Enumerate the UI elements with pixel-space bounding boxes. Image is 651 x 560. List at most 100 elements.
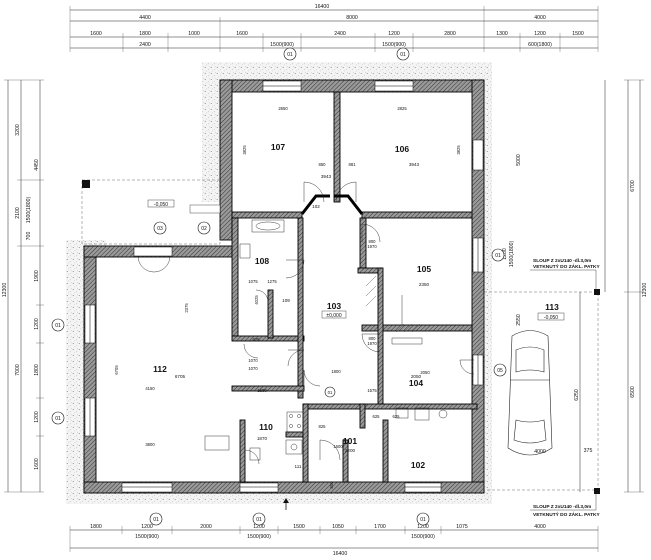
terrace [81,179,221,245]
room-108: 108 [255,256,269,266]
dim-top-sub: 1200 [534,31,546,37]
dim-right-total: 12300 [642,283,648,298]
svg-text:01: 01 [153,517,159,523]
inner-dim: 3800 [145,442,155,447]
column-note-top-line2: VETKNUTÝ DO ZÁKL. PATKY [533,263,601,270]
room-area: 1870 [257,436,268,441]
room-level: ±0,000 [326,313,341,319]
room-labels: 107 3943 106 3943 108 105 2350 103 ±0,00… [147,142,565,470]
dim-left-c: 700 [26,232,32,241]
svg-text:05: 05 [497,368,503,374]
room-number: 102 [312,204,320,209]
svg-text:01: 01 [287,52,293,58]
inner-dim: 825 [319,424,327,429]
dim-bottom-row: 1200 [141,524,153,530]
wardrobe-hatch [365,275,421,333]
room-107: 107 3943 [271,142,332,179]
hall-diagonal-walls [300,194,364,215]
fixtures [204,219,448,461]
room-109: 109 [282,298,290,303]
dim-bottom-row: 1800 [90,524,102,530]
window-tag: 01 [252,512,266,526]
inner-dim: 1600 [257,388,267,393]
dim-top-sub: 1200 [388,31,400,37]
window-tag: 01 [283,47,297,61]
window-tag: 01 [149,512,163,526]
window-tag: 01 [324,386,336,398]
inner-dim: 881 [349,162,357,167]
dim-left-b: 1900 [34,270,40,282]
svg-text:01: 01 [55,416,61,422]
dim-top-win: 1500(900) [382,42,406,48]
carport [483,289,600,494]
inner-dim: 1970 [367,341,377,346]
dim-bottom-win: 1500(900) [135,534,159,540]
window-tags: 01 01 01 01 01 01 01 01 02 03 05 01 [51,47,507,526]
dim-right-b: 2550 [516,314,522,326]
section-marker [283,498,289,510]
room-105: 105 2350 [417,264,431,287]
inner-dim: 625 [253,337,261,342]
dim-bottom-row: 1500 [293,524,305,530]
dim-bottom-row: 1050 [332,524,344,530]
left-dimensions: 12300 3200 2100 7000 4450 1900 1200 1800… [2,124,40,470]
dim-left-b: 4450 [34,159,40,171]
dim-bottom-row: 2000 [200,524,212,530]
window-tag: 01 [416,512,430,526]
dim-left-b: 1800 [34,364,40,376]
room-area: 2200 [345,448,356,453]
inner-dim: 1070 [248,358,258,363]
dim-right-car: 375 [584,448,593,454]
inner-dim: 625 [393,414,401,419]
window-tag: 01 [51,411,65,425]
dim-left-a: 2100 [15,207,21,219]
room-number: 109 [282,298,290,303]
room-number: 111 [295,464,302,469]
room-number: 106 [395,144,409,154]
doors [137,181,475,465]
dim-bottom-win: 1500(900) [247,534,271,540]
terrace-level-text: -0,050 [154,202,168,208]
dim-top-main: 4400 [139,15,151,21]
dim-bottom-row: 1700 [374,524,386,530]
inner-dim: 1275 [267,279,277,284]
inner-dim: 850 [319,162,327,167]
dim-bottom-total: 16400 [333,551,348,557]
window-tag: 02 [197,221,211,235]
window-tag: 01 [396,47,410,61]
dim-bottom-right: 4000 [534,524,546,530]
dim-top-main: 8000 [346,15,358,21]
dim-top-total: 16400 [315,4,330,10]
top-dimensions: 16400 4400 8000 4000 1600 1800 1000 1600… [90,4,584,48]
dim-right-c: 1500(1800) [509,240,515,267]
svg-text:01: 01 [495,253,501,259]
dim-right-a: 6500 [630,386,636,398]
column-note-top-line1: SLOUP Z 2xU140 -dl.3,0m [533,258,591,264]
dim-top-sub: 1300 [496,31,508,37]
dim-top-win: 1500(900) [270,42,294,48]
room-111: 111 [295,464,302,469]
dim-left-b: 1600 [34,458,40,470]
window-tag: 03 [153,221,167,235]
svg-text:01: 01 [328,390,333,395]
room-area: 3943 [409,162,420,167]
dim-right-car: 4000 [534,449,546,455]
dim-left-b: 1200 [34,318,40,330]
dimension-lines [4,6,644,552]
room-number: 104 [409,378,423,388]
dim-bottom-row: 1200 [417,524,429,530]
inner-dim: 800 [369,239,377,244]
inner-dim: 800 [369,336,377,341]
dim-bottom-row: 1075 [456,524,468,530]
column-note-bottom-line2: VETKNUTÝ DO ZÁKL. PATKY [533,511,601,518]
room-112: 112 6705 [153,364,185,379]
inner-dim: 1075 [248,279,258,284]
dim-top-sub: 1600 [90,31,102,37]
dim-right-car: 6250 [574,389,580,401]
room-number: 110 [259,422,273,432]
inner-dim: 2650 [278,106,288,111]
dim-top-sub: 1500 [572,31,584,37]
room-number: 113 [545,302,559,312]
dim-top-sub: 2800 [444,31,456,37]
dim-top-sub: 1000 [188,31,200,37]
